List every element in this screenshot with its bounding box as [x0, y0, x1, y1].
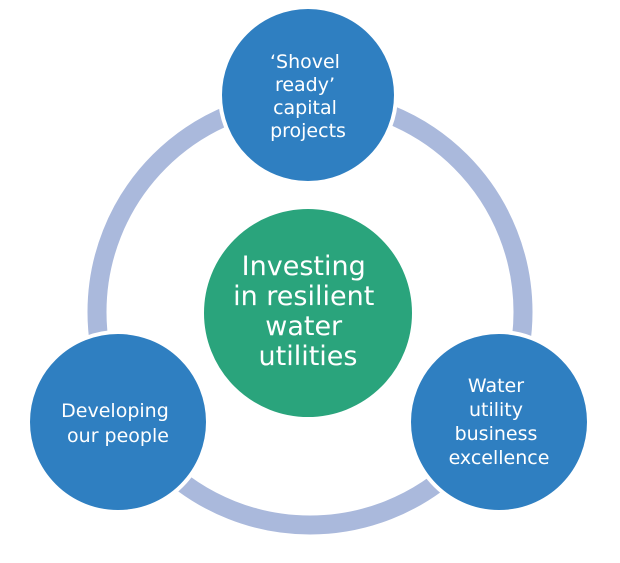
center-circle [200, 205, 416, 421]
node-developing-people: Developing our people [26, 330, 210, 514]
node-circle-left [26, 330, 210, 514]
center-node: Investing in resilient water utilities [200, 205, 416, 421]
node-shovel-ready-projects: ‘Shovel ready’ capital projects [218, 5, 398, 185]
node-business-excellence: Water utility business excellence [407, 330, 591, 514]
node-label-left: Developing our people [61, 400, 175, 447]
center-label: Investing in resilient water utilities [233, 251, 383, 372]
node-circle-right [407, 330, 591, 514]
node-label-right: Water utility business excellence [449, 375, 550, 469]
node-label-top: ‘Shovel ready’ capital projects [270, 51, 346, 142]
node-circle-top [218, 5, 398, 185]
